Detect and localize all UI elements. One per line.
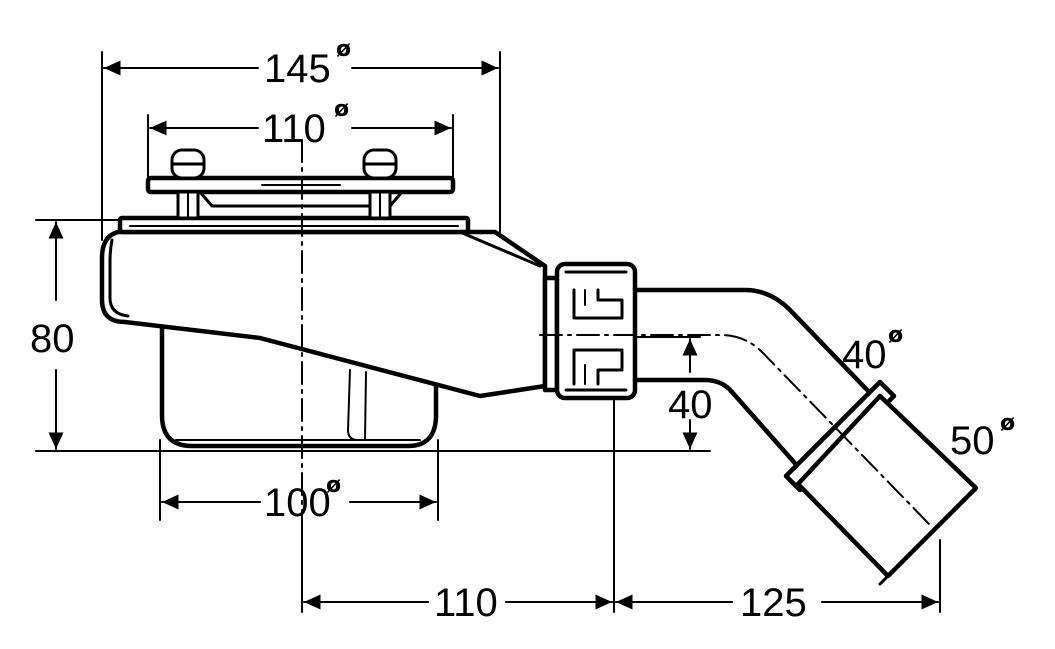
center-lines [301, 139, 931, 541]
dim-110-offset-label: 110 [434, 581, 498, 625]
dimension-lines [48, 60, 939, 610]
dim-100-label: 100 [264, 481, 331, 525]
diameter-mark: ø [334, 97, 349, 122]
dim-40-height-label: 40 [668, 383, 713, 427]
dim-80-label: 80 [30, 317, 75, 361]
dim-50-pipe-label: 50 [950, 419, 995, 463]
screw-left [170, 148, 206, 220]
dim-110-grate-label: 110 [262, 107, 326, 151]
dim-125-label: 125 [740, 581, 807, 625]
grate-assembly [145, 148, 456, 220]
diameter-mark: ø [1000, 411, 1015, 436]
screw-right [362, 148, 398, 220]
dim-40-pipe-label: 40 [842, 333, 887, 377]
dim-145-label: 145 [264, 47, 331, 91]
dimension-labels: 145 ø 110 ø 80 100 ø 110 125 40 40 ø 50 … [30, 37, 1015, 625]
trap-body [99, 215, 548, 449]
diameter-mark: ø [336, 37, 351, 62]
diameter-mark: ø [888, 323, 903, 348]
diameter-mark: ø [326, 473, 341, 498]
coupling-nut [542, 261, 638, 401]
outlet-pipe [632, 287, 979, 586]
